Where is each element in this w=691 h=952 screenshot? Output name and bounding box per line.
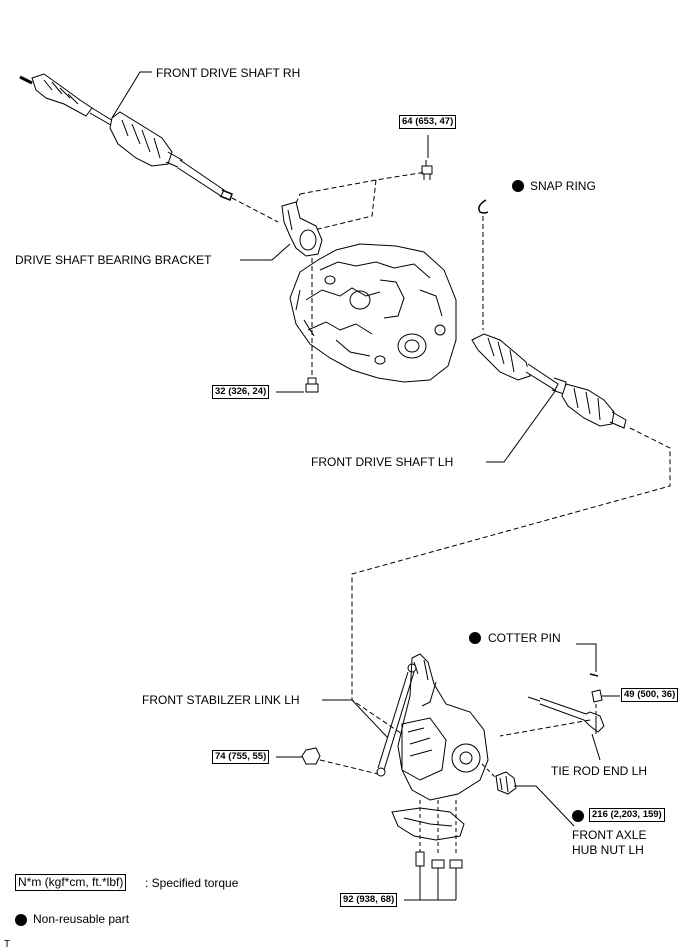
front-drive-shaft-rh xyxy=(19,73,233,201)
stabilizer-nut xyxy=(301,747,321,765)
non-reusable-icon xyxy=(469,632,481,644)
tie-rod-nut xyxy=(591,689,603,703)
front-stabilizer-link-lh xyxy=(376,663,417,777)
label-hub-nut-lh: HUB NUT LH xyxy=(572,843,644,857)
transaxle xyxy=(289,243,457,383)
torque-transaxle-bolt: 32 (326, 24) xyxy=(212,385,270,399)
legend-non-reusable-icon xyxy=(15,914,27,926)
label-cotter-pin: COTTER PIN xyxy=(488,631,561,645)
tie-rod-end-lh xyxy=(527,696,605,734)
non-reusable-icon xyxy=(572,810,584,822)
corner-mark: T xyxy=(4,939,11,950)
cotter-pin xyxy=(589,673,599,677)
transaxle-bolt xyxy=(305,377,319,393)
label-front-drive-shaft-lh: FRONT DRIVE SHAFT LH xyxy=(311,455,454,469)
torque-stabilizer-nut: 74 (755, 55) xyxy=(212,750,270,764)
label-front-axle: FRONT AXLE xyxy=(572,828,647,842)
drive-shaft-bearing-bracket xyxy=(281,201,323,257)
legend-non-reusable: Non-reusable part xyxy=(33,912,130,926)
torque-bracket-bolt: 64 (653, 47) xyxy=(399,115,457,129)
lower-arm-bolts xyxy=(415,851,463,869)
bracket-bolt xyxy=(421,160,433,180)
torque-lower-arm-bolts: 92 (938, 68) xyxy=(340,893,398,907)
label-snap-ring: SNAP RING xyxy=(530,179,596,193)
non-reusable-icon xyxy=(512,180,524,192)
torque-hub-nut: 216 (2,203, 159) xyxy=(589,808,665,822)
label-drive-shaft-bearing-bracket: DRIVE SHAFT BEARING BRACKET xyxy=(15,253,212,267)
snap-ring xyxy=(478,199,489,214)
legend-torque-unit: N*m (kgf*cm, ft.*lbf) xyxy=(15,874,127,891)
lower-arm xyxy=(391,807,465,841)
label-front-stabilizer-link-lh: FRONT STABILZER LINK LH xyxy=(142,693,300,707)
label-front-drive-shaft-rh: FRONT DRIVE SHAFT RH xyxy=(156,66,301,80)
hub-nut xyxy=(495,771,517,795)
legend-torque-desc: : Specified torque xyxy=(145,876,239,890)
label-tie-rod-end-lh: TIE ROD END LH xyxy=(551,764,648,778)
front-drive-shaft-lh xyxy=(471,333,627,429)
steering-knuckle xyxy=(397,653,489,801)
torque-tie-rod-nut: 49 (500, 36) xyxy=(621,688,679,702)
